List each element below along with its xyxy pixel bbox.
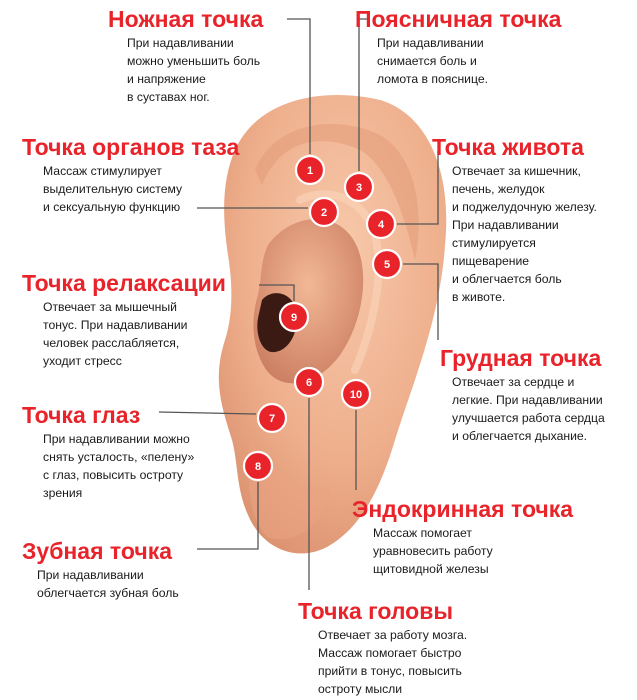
label-desc-lumbar-point: При надавливании снимается боль и ломота…	[377, 36, 489, 86]
label-title-lumbar-point: Поясничная точка	[355, 6, 562, 32]
point-marker-9[interactable]	[278, 301, 310, 333]
point-number-9: 9	[291, 312, 297, 324]
label-title-abdomen-point: Точка живота	[432, 134, 584, 160]
point-number-10: 10	[350, 389, 362, 401]
label-desc-tooth-point: При надавливании облегчается зубная боль	[37, 568, 179, 600]
point-number-1: 1	[307, 165, 313, 177]
label-desc-chest-point: Отвечает за сердце и легкие. При надавли…	[452, 375, 605, 443]
label-desc-pelvic-point: Массаж стимулирует выделительную систему…	[43, 164, 183, 214]
point-marker-3[interactable]	[343, 171, 375, 203]
point-marker-7[interactable]	[256, 402, 288, 434]
point-marker-2[interactable]	[308, 196, 340, 228]
point-number-3: 3	[356, 182, 362, 194]
label-title-eye-point: Точка глаз	[22, 402, 141, 428]
label-title-foot-point: Ножная точка	[108, 6, 264, 32]
label-desc-foot-point: При надавливании можно уменьшить боль и …	[127, 36, 261, 104]
point-number-7: 7	[269, 413, 275, 425]
label-desc-eye-point: При надавливании можно снять усталость, …	[43, 432, 195, 500]
label-title-chest-point: Грудная точка	[440, 345, 602, 371]
point-number-6: 6	[306, 377, 312, 389]
label-title-tooth-point: Зубная точка	[22, 538, 172, 564]
label-desc-endocrine-point: Массаж помогает уравновесить работу щито…	[373, 526, 493, 576]
point-marker-5[interactable]	[371, 248, 403, 280]
leader-line-7	[158, 411, 257, 415]
label-title-endocrine-point: Эндокринная точка	[352, 496, 574, 522]
point-number-8: 8	[255, 461, 261, 473]
point-marker-6[interactable]	[293, 366, 325, 398]
point-markers: 1 2 3 4 5 6 7 8 9 10	[242, 154, 403, 482]
leader-line-1	[287, 18, 311, 154]
point-marker-8[interactable]	[242, 450, 274, 482]
point-marker-4[interactable]	[365, 208, 397, 240]
label-desc-relaxation-point: Отвечает за мышечный тонус. При надавлив…	[43, 300, 188, 368]
label-title-pelvic-point: Точка органов таза	[22, 134, 240, 160]
point-number-2: 2	[321, 207, 327, 219]
leader-line-8	[197, 482, 259, 550]
leader-line-9	[259, 284, 295, 301]
point-marker-10[interactable]	[340, 378, 372, 410]
leader-lines	[158, 18, 439, 590]
label-title-relaxation-point: Точка релаксации	[22, 270, 226, 296]
ear-helix-fold	[255, 124, 419, 260]
point-marker-1[interactable]	[294, 154, 326, 186]
point-number-5: 5	[384, 259, 390, 271]
leader-line-5	[403, 263, 439, 340]
label-desc-head-point: Отвечает за работу мозга. Массаж помогае…	[318, 628, 468, 696]
leader-line-3	[358, 18, 370, 171]
label-desc-abdomen-point: Отвечает за кишечник, печень, желудок и …	[452, 164, 597, 304]
point-number-4: 4	[378, 219, 385, 231]
label-title-head-point: Точка головы	[298, 598, 454, 624]
leader-line-4	[397, 151, 439, 225]
